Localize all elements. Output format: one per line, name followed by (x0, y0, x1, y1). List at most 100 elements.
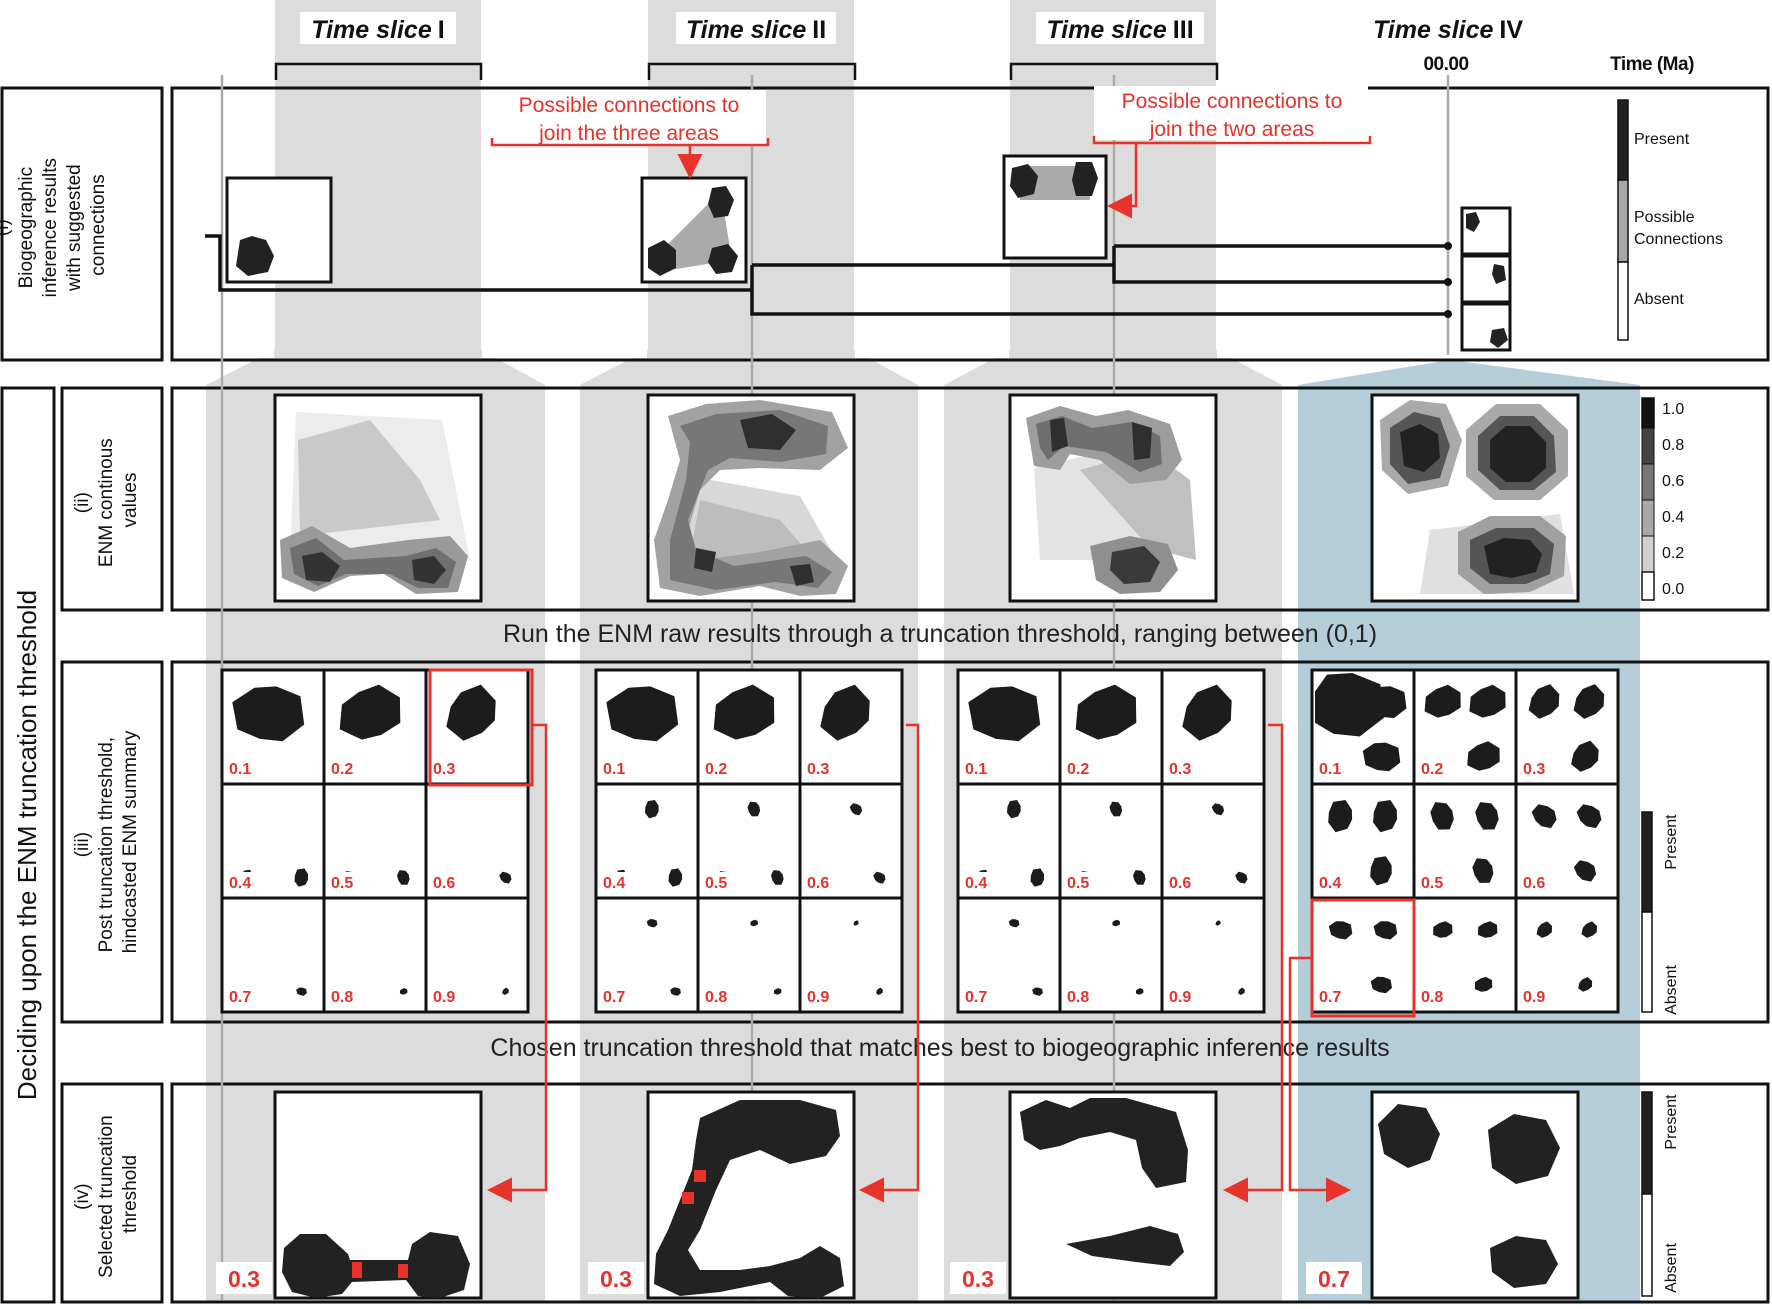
r1-slice3-area-b (1072, 162, 1098, 196)
r3-grid4-threshold-5: 0.5 (1421, 875, 1443, 892)
r3-grid3-cell-9-area-2 (1238, 987, 1245, 995)
r4-thr2-bg (588, 1262, 644, 1294)
r4-thr4-bg (1306, 1262, 1362, 1294)
r1-slice4-area-3 (1490, 328, 1508, 348)
ts1-label-bg (300, 12, 456, 44)
r3-grid1-label-bg-3 (430, 758, 460, 778)
time-axis-label: Time (Ma) (1610, 54, 1694, 75)
r3-grid3-threshold-8: 0.8 (1067, 989, 1089, 1006)
r2-map4-b-core (1490, 426, 1546, 482)
r3-grid3-threshold-5: 0.5 (1067, 875, 1089, 892)
r3-grid1-threshold-1: 0.1 (229, 761, 251, 778)
ts1-bracket (274, 62, 483, 80)
r3-grid3-cell-7-area-3 (1008, 919, 1020, 928)
annot-two-bg (1094, 86, 1368, 140)
row2-enm: 1.0 0.8 0.6 0.4 0.2 0.0 (273, 393, 1684, 603)
legend-r3: Present Absent (1641, 811, 1680, 1015)
r3-grid3-cell-4-area-3 (1007, 800, 1021, 819)
arrow-slice3 (1223, 723, 1284, 1203)
r1-slice1-area (236, 236, 274, 276)
row2-main-box (170, 386, 1770, 612)
r3-grid4-threshold-8: 0.8 (1421, 989, 1443, 1006)
r3-grid2-threshold-1: 0.1 (603, 761, 625, 778)
r3-grid4-cell-2-area-1 (1424, 684, 1461, 718)
r3-grid2-label-bg-4 (600, 872, 630, 892)
legend-r1-present-label: Present (1634, 131, 1690, 148)
r3-grid3-label-bg-3 (1166, 758, 1196, 778)
r2-map3-bottom-core (1110, 546, 1160, 584)
r3-grid1-cell-7-area-2 (296, 987, 307, 996)
r4-map2-conn-1 (694, 1170, 706, 1182)
r3-grid4-cell-6-area-1 (1531, 804, 1557, 829)
r3-grid4-label-bg-6 (1520, 872, 1550, 892)
r3-grid3-cell-9-area-3 (1215, 920, 1221, 926)
r3-grid3-cell-5-area-3 (1109, 801, 1123, 817)
r3-grid2-cell-5-area-3 (747, 801, 761, 817)
row3-main-box (170, 660, 1770, 1024)
legend-r2-tick-1: 1.0 (1662, 401, 1684, 418)
r3-grid1-threshold-8: 0.8 (331, 989, 353, 1006)
ts3-bracket (1009, 62, 1219, 80)
legend-r3-absent (1641, 911, 1653, 1013)
r3-grid2-cell-6-area-3 (849, 803, 863, 816)
r3-grid2-label-bg-8 (702, 986, 732, 1006)
r3-grid2-cell-4-area-3 (645, 800, 659, 819)
legend-r2-band-6 (1641, 571, 1655, 601)
r3-grid2-cell-8-area-2 (773, 988, 782, 995)
annot-three-bracket (490, 138, 770, 147)
r3-grid1-cell-9-area-2 (502, 987, 509, 995)
r3-grid4-cell-5-area-1 (1430, 802, 1454, 830)
r3-grid4-label-bg-1 (1316, 758, 1346, 778)
row4-label-box (60, 1082, 164, 1304)
r3-grid4-cell-3-area-2 (1573, 684, 1605, 719)
r3-grid1-threshold-3: 0.3 (433, 761, 455, 778)
legend-r3-present (1641, 811, 1653, 913)
legend-r2-tick-5: 0.2 (1662, 545, 1684, 562)
r3-grid4-cell-2-area-3 (1467, 741, 1500, 771)
r1-slice3-area-a (1010, 164, 1038, 198)
r3-grid2-cell-9-area-2 (876, 987, 883, 995)
legend-r1-present (1617, 99, 1629, 181)
r3-grid4-label-bg-4 (1316, 872, 1346, 892)
r3-grid3-label-bg-7 (962, 986, 992, 1006)
r3-grid1-threshold-7: 0.7 (229, 989, 251, 1006)
r3-grid1-label-bg-9 (430, 986, 460, 1006)
r3-grid4-cell-7-area-3 (1370, 976, 1392, 994)
annot-three-bg (492, 90, 766, 144)
r3-grid1-cell-6-area-2 (499, 871, 512, 884)
annot-two-bracket (1092, 136, 1372, 145)
selection-arrows (428, 668, 1416, 1203)
ts3-label-bg (1036, 12, 1204, 44)
r3-grid1-cell-2-area-1 (339, 684, 401, 740)
r3-grid2-label-bg-7 (600, 986, 630, 1006)
r3-grid3-cell-5-area-2 (1133, 870, 1146, 885)
r3-grid2-threshold-9: 0.9 (807, 989, 829, 1006)
r4-map1-conn-1 (352, 1262, 362, 1278)
r3-grid2-cell-2-area-1 (713, 684, 775, 740)
r3-grid4-threshold-1: 0.1 (1319, 761, 1341, 778)
r3-grid4-cell-9-area-3 (1578, 977, 1593, 992)
tip-dot-3 (1444, 310, 1452, 318)
r3-grid1-cell-3-area-1 (446, 684, 496, 741)
r3-grid4-cell-3-area-3 (1571, 740, 1599, 772)
row1-white-gap-mid2 (855, 90, 1009, 358)
r3-grid2-threshold-4: 0.4 (603, 875, 625, 892)
r3-grid2-label-bg-1 (600, 758, 630, 778)
annot-two-line2: join the two areas (1149, 118, 1315, 141)
arrow-slice1 (487, 723, 548, 1203)
r3-grid3-threshold-6: 0.6 (1169, 875, 1191, 892)
r3-grid3-cell-6-area-3 (1211, 803, 1225, 816)
r3-grid3-label-bg-4 (962, 872, 992, 892)
legend-r3-absent-label: Absent (1663, 965, 1680, 1015)
r3-grid4-cell-8-area-1 (1433, 921, 1453, 938)
r3-grid1-threshold-5: 0.5 (331, 875, 353, 892)
arrow-slice2 (859, 723, 920, 1203)
r3-grid2-threshold-6: 0.6 (807, 875, 829, 892)
r3-grid4-threshold-9: 0.9 (1523, 989, 1545, 1006)
row1-label-box (0, 86, 164, 362)
r3-grid3-label-bg-5 (1064, 872, 1094, 892)
r3-grid1-label-bg-8 (328, 986, 358, 1006)
row3-label: (iii) Post truncation threshold, hindcas… (72, 730, 141, 953)
